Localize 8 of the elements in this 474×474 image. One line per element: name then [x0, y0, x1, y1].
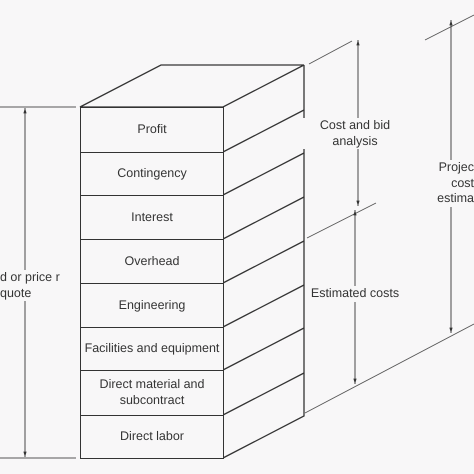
cost-layer-box: Profit	[80, 107, 224, 153]
cost-layer-box: Overhead	[80, 239, 224, 284]
cost-layer-box: Direct labor	[80, 415, 224, 459]
cost-layer-box: Direct material and subcontract	[80, 370, 224, 416]
cost-layer-box: Interest	[80, 195, 224, 240]
cost-layer-box: Contingency	[80, 152, 224, 196]
cost-layer-box: Facilities and equipment	[80, 327, 224, 371]
cost-layer-box: Engineering	[80, 283, 224, 328]
